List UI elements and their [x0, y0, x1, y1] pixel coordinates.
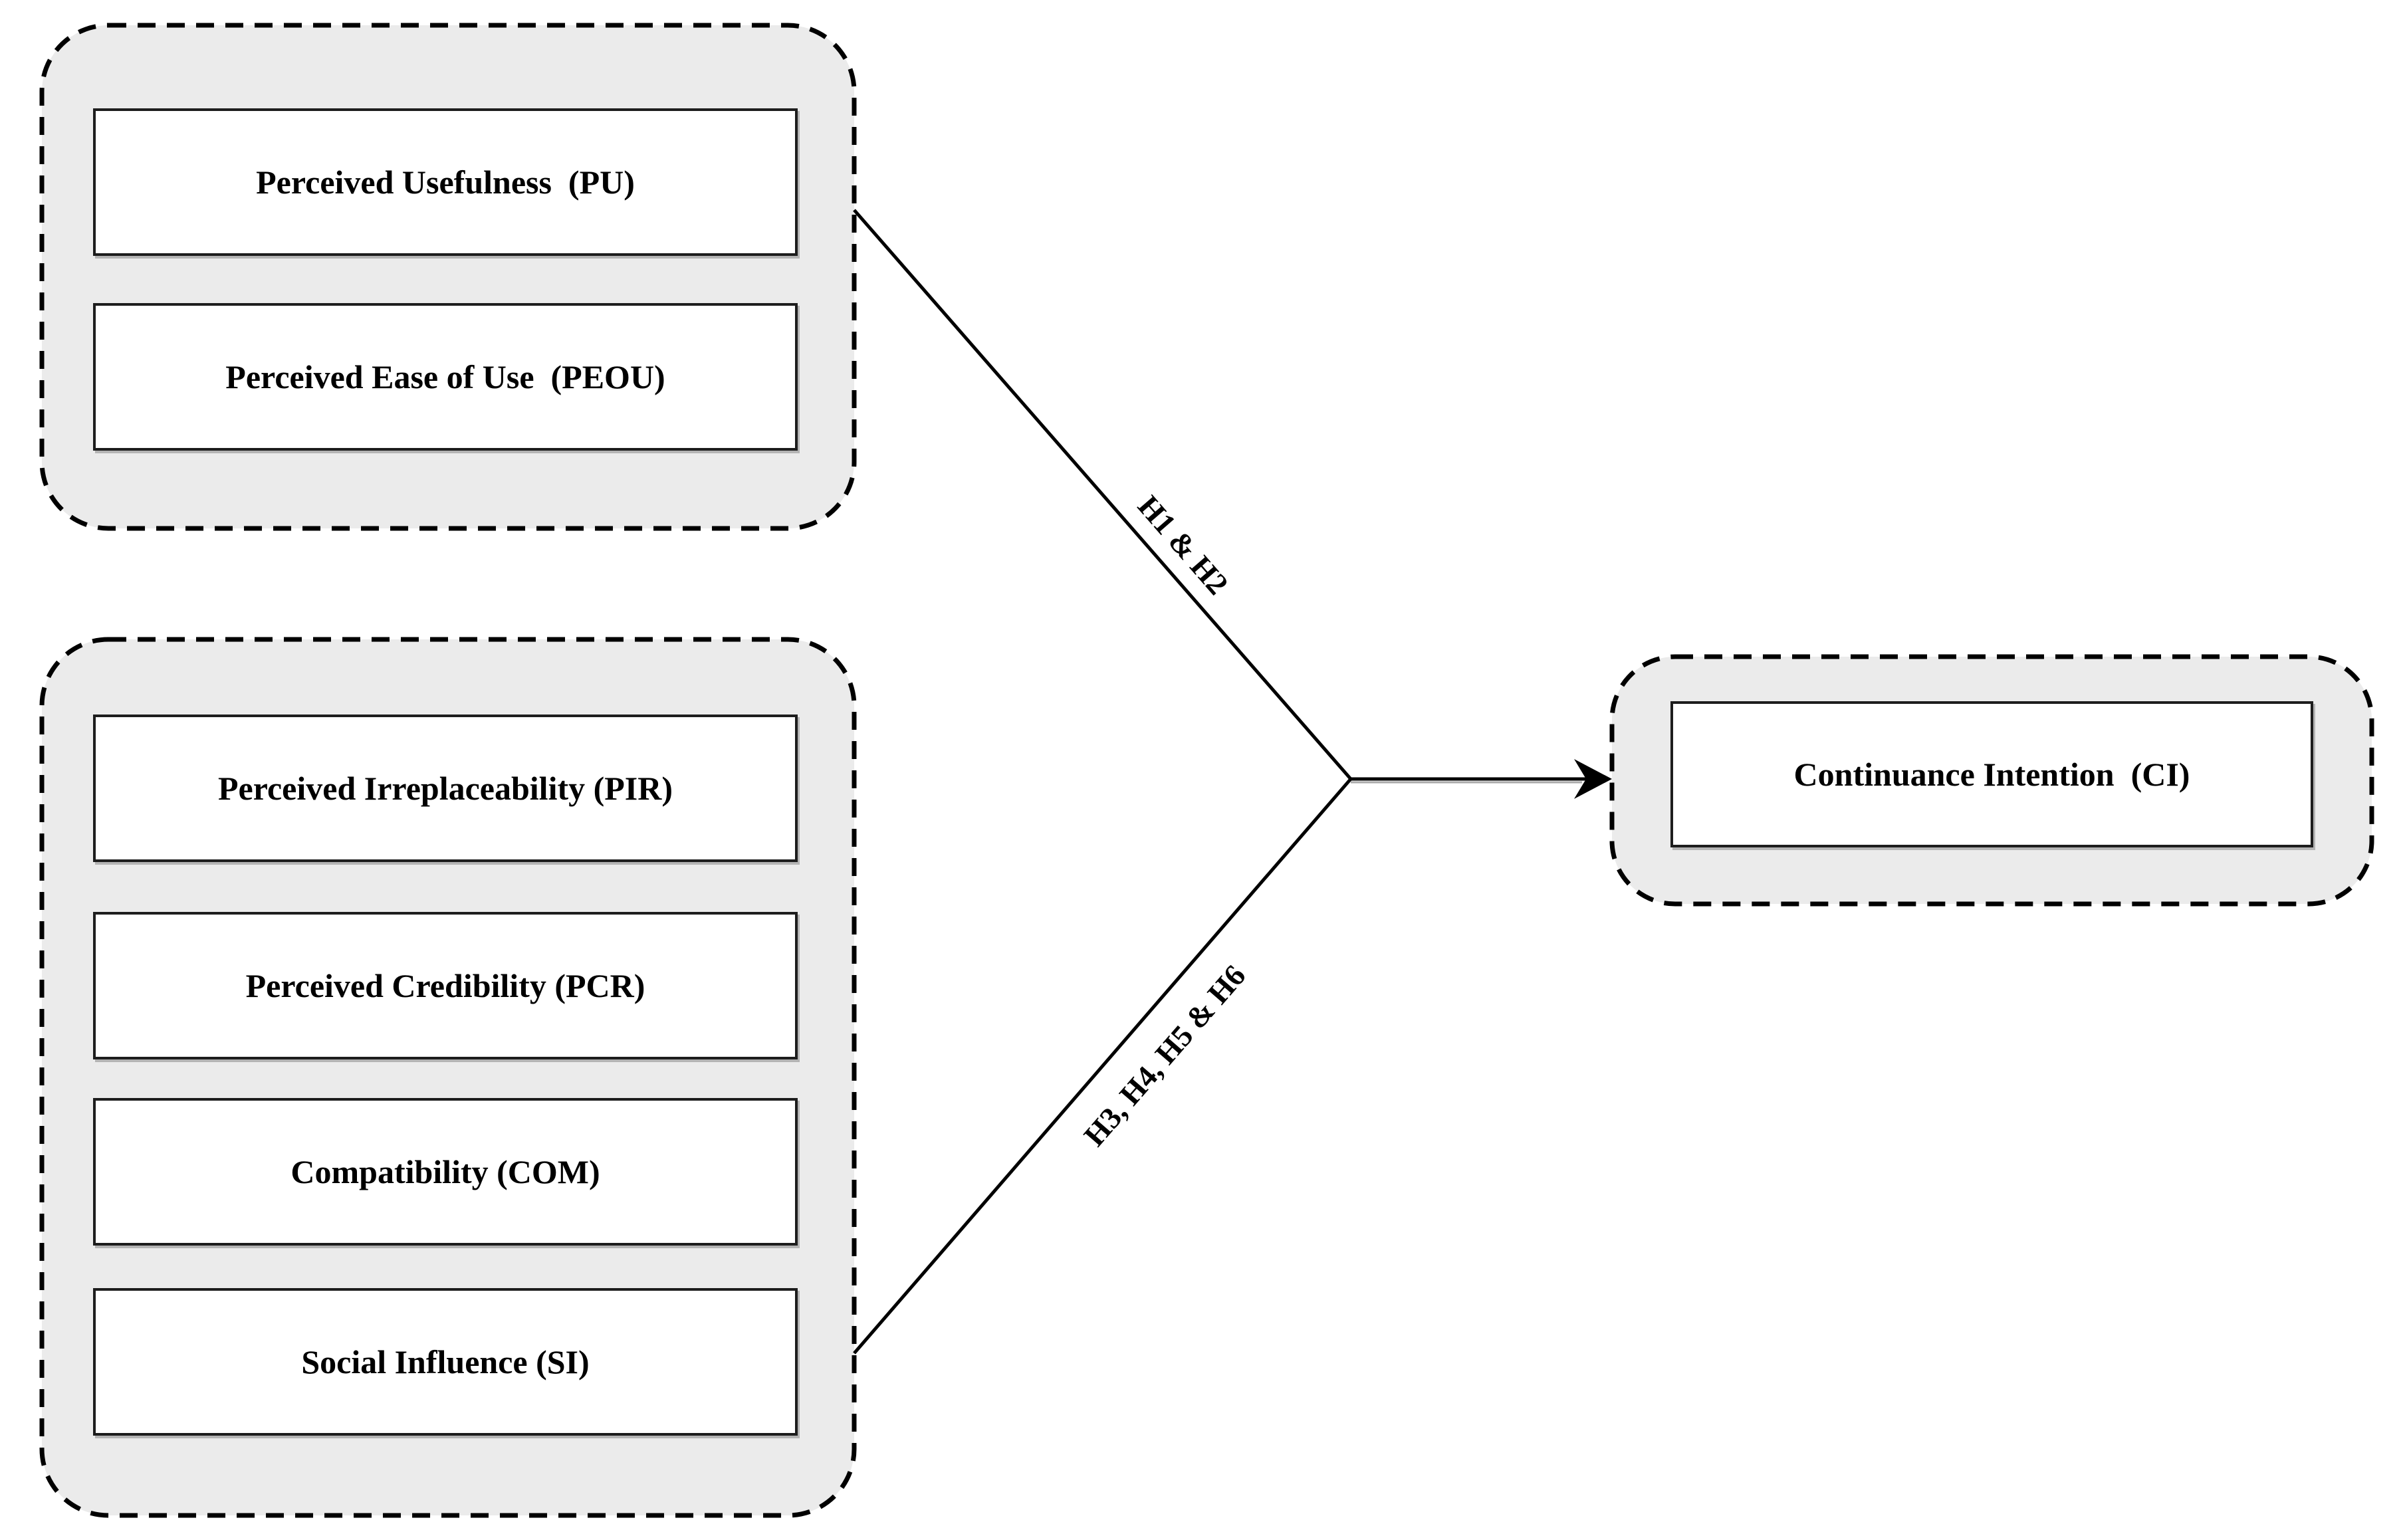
box-perceived-ease-of-use-label: Perceived Ease of Use (PEOU) — [225, 358, 665, 395]
box-perceived-ease-of-use: Perceived Ease of Use (PEOU) — [93, 303, 798, 451]
box-continuance-intention: Continuance Intention (CI) — [1670, 701, 2313, 847]
connector-line-h3-h6 — [853, 778, 1352, 1355]
box-perceived-usefulness: Perceived Usefulness (PU) — [93, 108, 798, 256]
box-social-influence: Social Influence (SI) — [93, 1288, 798, 1436]
box-perceived-credibility-label: Perceived Credibility (PCR) — [245, 967, 645, 1004]
box-perceived-credibility: Perceived Credibility (PCR) — [93, 912, 798, 1059]
box-continuance-intention-label: Continuance Intention (CI) — [1793, 756, 2190, 793]
box-compatibility-label: Compatibility (COM) — [290, 1153, 600, 1190]
box-perceived-usefulness-label: Perceived Usefulness (PU) — [256, 164, 635, 201]
connector-line-h1-h2 — [853, 209, 1352, 780]
box-perceived-irreplaceability-label: Perceived Irreplaceability (PIR) — [217, 770, 673, 807]
box-social-influence-label: Social Influence (SI) — [301, 1343, 590, 1380]
box-compatibility: Compatibility (COM) — [93, 1098, 798, 1246]
box-perceived-irreplaceability: Perceived Irreplaceability (PIR) — [93, 715, 798, 862]
tam-group-outline — [39, 23, 857, 531]
arrowhead-icon — [1574, 759, 1612, 799]
